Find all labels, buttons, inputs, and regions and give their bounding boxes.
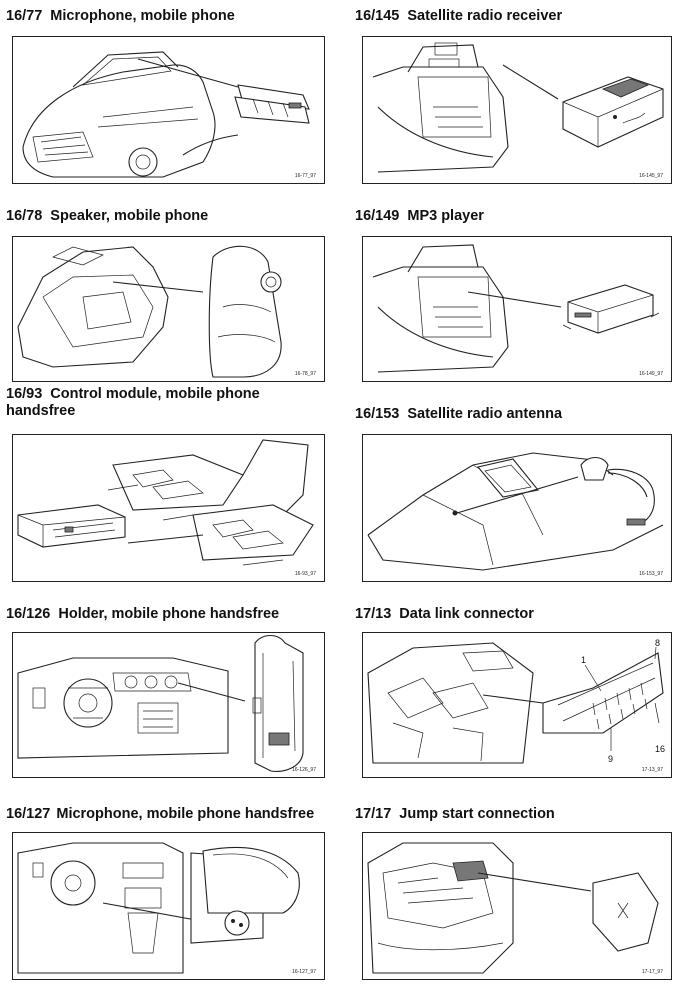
entry-number: 16/126 (6, 606, 51, 622)
car-interior-headrest-drawing (17, 245, 282, 378)
entry-number: 16/153 (355, 406, 400, 422)
trunk-receiver-drawing (372, 42, 664, 173)
figure-code: 16-145_97 (639, 173, 663, 179)
figure-code: 16-149_97 (639, 371, 663, 377)
seats-module-drawing (17, 439, 314, 566)
illustration-mp3-player: 16-149_97 (362, 236, 672, 382)
entry-heading: 16/78 Speaker, mobile phone (6, 208, 208, 225)
illustration-jump-start-connection: 17-17_97 (362, 832, 672, 980)
entry-title: Holder, mobile phone handsfree (58, 606, 280, 622)
entry-heading: 17/17 Jump start connection (355, 806, 555, 823)
illustration-data-link-connector: 1 8 16 9 17-13_97 (362, 632, 672, 778)
entry-number: 16/77 (6, 8, 43, 24)
entry-heading: 16/77 Microphone, mobile phone (6, 8, 235, 25)
figure-code: 16-77_97 (294, 173, 316, 179)
illustration-satellite-radio-antenna: 16-153_97 (362, 434, 672, 582)
entry-heading: 16/149 MP3 player (355, 208, 484, 225)
figure-code: 17-13_97 (641, 767, 663, 773)
entry-title: Jump start connection (399, 806, 555, 822)
callout-pin-16: 16 (655, 744, 666, 754)
entry-number: 16/145 (355, 8, 400, 24)
figure-code: 16-78_97 (294, 371, 316, 377)
roof-antenna-drawing (367, 452, 664, 571)
entry-title: Satellite radio receiver (407, 8, 563, 24)
callout-pin-1: 1 (581, 655, 587, 665)
entry-title: Microphone, mobile phone (50, 8, 235, 24)
entry-heading: 16/153 Satellite radio antenna (355, 406, 562, 423)
illustration-microphone-mobile-phone: 16-77_97 (12, 36, 325, 184)
figure-code: 16-153_97 (639, 571, 663, 577)
entry-number: 16/149 (355, 208, 400, 224)
entry-title: MP3 player (407, 208, 484, 224)
callout-pin-9: 9 (608, 754, 614, 764)
dashboard-mirror-drawing (17, 842, 300, 974)
entry-number: 17/13 (355, 606, 392, 622)
entry-heading: 16/126 Holder, mobile phone handsfree (6, 606, 279, 623)
illustration-satellite-radio-receiver: 16-145_97 (362, 36, 672, 184)
entry-title: Satellite radio antenna (407, 406, 563, 422)
illustration-microphone-handsfree: 16-127_97 (12, 832, 325, 980)
entry-number: 16/78 (6, 208, 43, 224)
entry-number: 16/127 (6, 806, 51, 822)
entry-number: 17/17 (355, 806, 392, 822)
entry-heading: 16/145 Satellite radio receiver (355, 8, 562, 25)
entry-title: Microphone, mobile phone handsfree (56, 806, 315, 822)
engine-bay-drawing (367, 842, 659, 974)
figure-code: 17-17_97 (641, 969, 663, 975)
entry-heading: 17/13 Data link connector (355, 606, 534, 623)
illustration-speaker-mobile-phone: 16-78_97 (12, 236, 325, 382)
entry-heading: 16/127 Microphone, mobile phone handsfree (6, 806, 314, 823)
figure-code: 16-93_97 (294, 571, 316, 577)
interior-connector-drawing (367, 642, 664, 764)
figure-code: 16-126_97 (292, 767, 316, 773)
figure-code: 16-127_97 (292, 969, 316, 975)
callout-pin-8: 8 (655, 638, 661, 648)
entry-title: Speaker, mobile phone (50, 208, 209, 224)
entry-number: 16/93 (6, 386, 43, 402)
trunk-mp3-drawing (372, 244, 660, 373)
entry-title: Control module, mobile phone handsfree (6, 386, 260, 419)
entry-title: Data link connector (399, 606, 534, 622)
illustration-holder-handsfree: 16-126_97 (12, 632, 325, 778)
dashboard-holder-drawing (17, 634, 304, 772)
car-front-drawing (22, 51, 310, 178)
illustration-control-module-handsfree: 16-93_97 (12, 434, 325, 582)
